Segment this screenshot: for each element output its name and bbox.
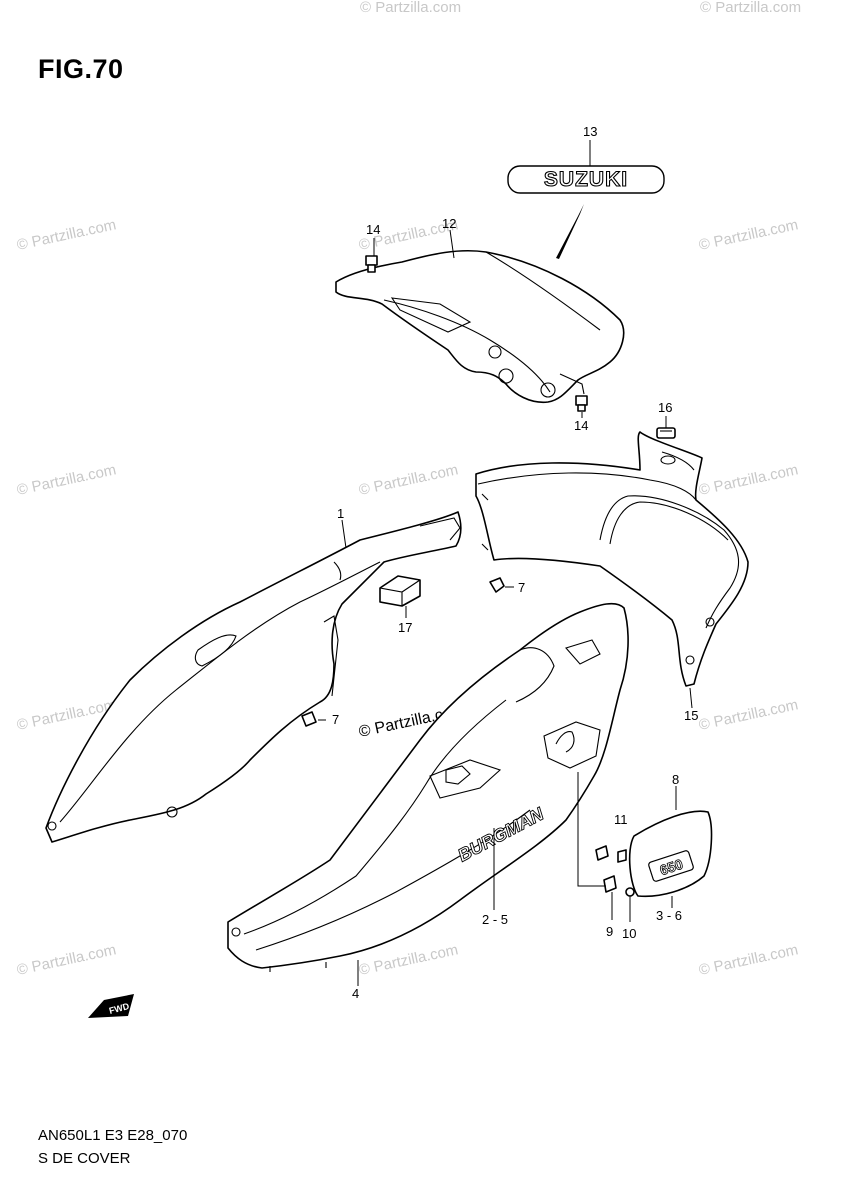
leader-lines (318, 140, 693, 986)
part-7-clip-right[interactable] (489, 577, 505, 593)
callout-7-left: 7 (332, 712, 339, 727)
callout-13: 13 (583, 124, 597, 139)
callout-12: 12 (442, 216, 456, 231)
pointer-arrow (556, 204, 584, 259)
callout-17: 17 (398, 620, 412, 635)
part-8-emblem-panel[interactable]: 650 (628, 810, 713, 898)
callout-9: 9 (606, 924, 613, 939)
part-12-rear-upper-cover[interactable] (335, 249, 625, 404)
callout-3-6: 3 - 6 (656, 908, 682, 923)
callout-16: 16 (658, 400, 672, 415)
watermark: © Partzilla.com (700, 0, 801, 16)
callout-14-bottom: 14 (574, 418, 588, 433)
callout-1: 1 (337, 506, 344, 521)
callout-14-top: 14 (366, 222, 380, 237)
figure-code: AN650L1 E3 E28_070 (38, 1127, 188, 1144)
part-15-rear-lower-cover[interactable] (475, 431, 749, 687)
part-16-grommet[interactable] (656, 427, 676, 439)
callout-15: 15 (684, 708, 698, 723)
part-13-emblem[interactable]: SUZUKI (507, 165, 665, 194)
watermark: © Partzilla.com (697, 461, 799, 499)
watermark: © Partzilla.com (697, 941, 799, 979)
part-10-fastener[interactable] (625, 887, 635, 897)
watermark: © Partzilla.com (697, 696, 799, 734)
watermark: © Partzilla.com (357, 461, 459, 499)
watermark: © Partzilla.com (15, 216, 117, 254)
part-14-clip-upper[interactable] (365, 255, 378, 273)
engine-badge-text: 650 (658, 856, 685, 879)
callout-7-right: 7 (518, 580, 525, 595)
suzuki-logo-text: SUZUKI (544, 168, 628, 191)
part-7-clip-left[interactable] (301, 711, 317, 727)
watermark: © Partzilla.com (360, 0, 461, 16)
part-9-fastener[interactable] (603, 875, 617, 893)
watermark: © Partzilla.com (15, 461, 117, 499)
callout-2-5: 2 - 5 (482, 912, 508, 927)
watermark: © Partzilla.com (15, 941, 117, 979)
callout-4: 4 (352, 986, 359, 1001)
watermark: © Partzilla.com (697, 216, 799, 254)
callout-labels: 13 12 14 14 16 1 7 17 7 15 8 11 2 - 5 3 … (332, 124, 698, 1001)
part-17-pad[interactable] (379, 575, 421, 607)
part-14-clip-lower[interactable] (575, 395, 588, 412)
part-1-side-cover-left[interactable] (45, 511, 462, 843)
callout-11: 11 (614, 812, 628, 827)
part-11-fastener[interactable] (595, 845, 627, 863)
forward-arrow-icon: FWD (88, 994, 134, 1018)
figure-name: S DE COVER (38, 1150, 131, 1167)
callout-8: 8 (672, 772, 679, 787)
figure-title: FIG.70 (38, 54, 124, 84)
callout-10: 10 (622, 926, 636, 941)
